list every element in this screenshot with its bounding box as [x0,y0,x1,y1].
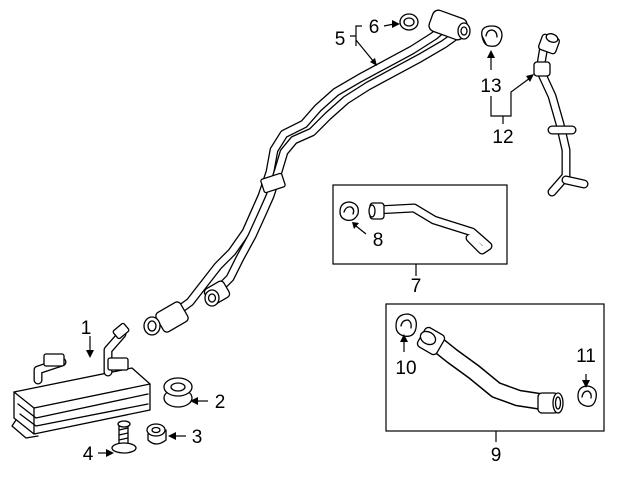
callout-13: 13 [480,76,501,97]
callout-12: 12 [492,127,513,148]
vent-tube [533,33,589,197]
oil-cooler [11,322,151,439]
callout-4: 4 [83,444,94,465]
callout-3: 3 [192,427,203,448]
leader-lines [86,20,590,457]
callout-labels: 1 2 3 4 5 6 7 8 9 10 11 12 13 [81,17,596,466]
callout-5: 5 [335,29,346,50]
callout-6: 6 [369,17,380,38]
callout-7: 7 [411,276,422,297]
inset-box-7 [332,184,508,265]
bolt [111,420,137,454]
cooler-line-assembly [143,9,471,336]
callout-1: 1 [81,318,92,339]
cap-nut [146,423,167,445]
callout-10: 10 [395,358,416,379]
inset-box-9 [385,303,605,432]
grommet [163,377,193,408]
callout-11: 11 [576,346,596,367]
box-7 [332,184,508,265]
hose-clip-13 [481,25,503,47]
callout-9: 9 [491,445,502,466]
box-9 [385,303,605,432]
callout-8: 8 [373,230,384,251]
o-ring [399,13,419,31]
callout-2: 2 [215,392,226,413]
